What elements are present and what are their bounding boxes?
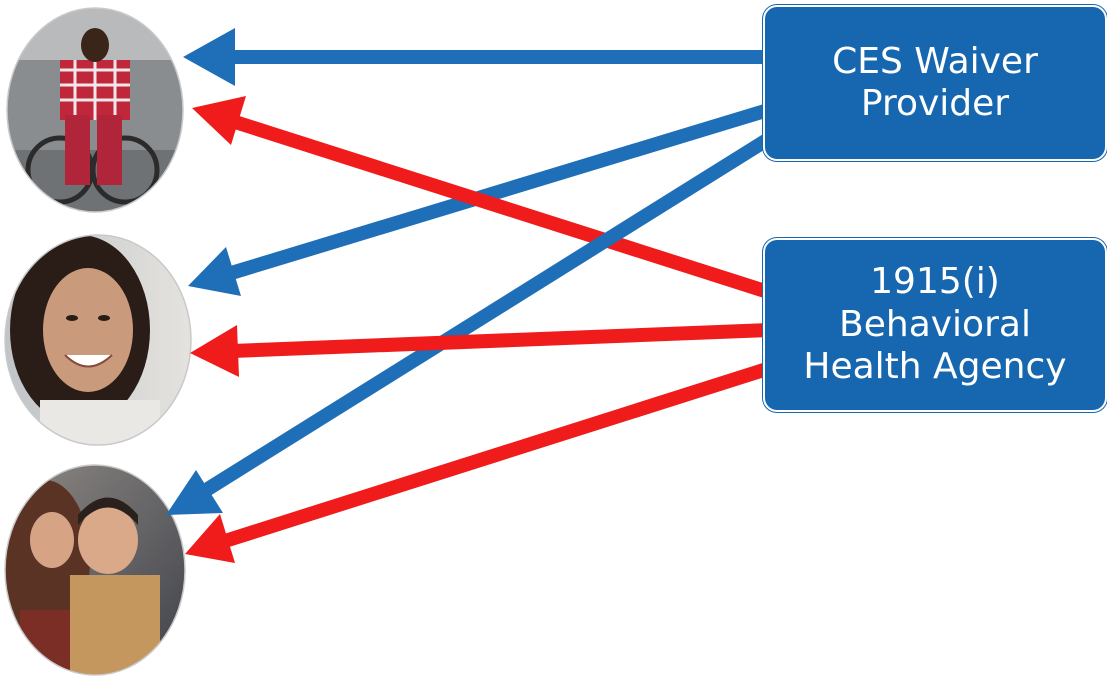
ces-waiver-provider-box: CES Waiver Provider [763, 5, 1107, 161]
bh-box-line-2: Behavioral [839, 303, 1031, 345]
person-photo-2 [4, 234, 192, 446]
bh-box-line-1: 1915(i) [870, 261, 1000, 303]
ces-box-line-2: Provider [860, 83, 1010, 124]
bh-box-line-3: Health Agency [803, 346, 1067, 388]
arrow-bh-to-person-1 [192, 96, 771, 299]
arrow-bh-to-person-2 [190, 323, 771, 377]
arrow-ces-to-person-1 [183, 28, 765, 86]
ces-box-line-1: CES Waiver [832, 40, 1038, 82]
person-photo-3 [4, 464, 186, 676]
arrow-ces-to-person-3 [166, 132, 774, 515]
person-photo-1 [6, 7, 184, 213]
arrow-bh-to-person-3 [185, 361, 773, 563]
arrow-ces-to-person-2 [188, 103, 771, 296]
behavioral-health-agency-box: 1915(i) Behavioral Health Agency [763, 238, 1107, 412]
